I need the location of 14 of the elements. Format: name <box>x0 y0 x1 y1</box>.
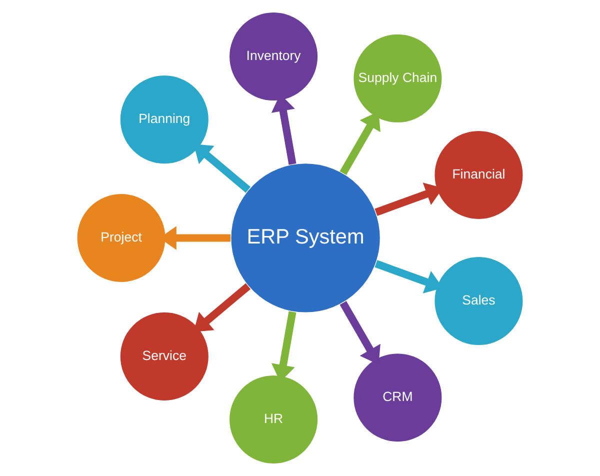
node-circle: Supply Chain <box>352 33 443 124</box>
arrow <box>194 144 251 193</box>
arrow <box>194 283 251 332</box>
arrow <box>340 111 380 175</box>
node-circle: CRM <box>352 352 443 443</box>
node-circle: Sales <box>434 256 524 346</box>
node-circle: Planning <box>119 74 210 164</box>
node-circle: Inventory <box>228 12 319 102</box>
node-circle: HR <box>228 374 319 464</box>
node-circle: ERP System <box>230 162 381 314</box>
node-circle: Project <box>76 193 166 283</box>
node-circle: Financial <box>434 130 524 220</box>
node-circle: Service <box>119 312 210 402</box>
arrow <box>340 301 380 365</box>
